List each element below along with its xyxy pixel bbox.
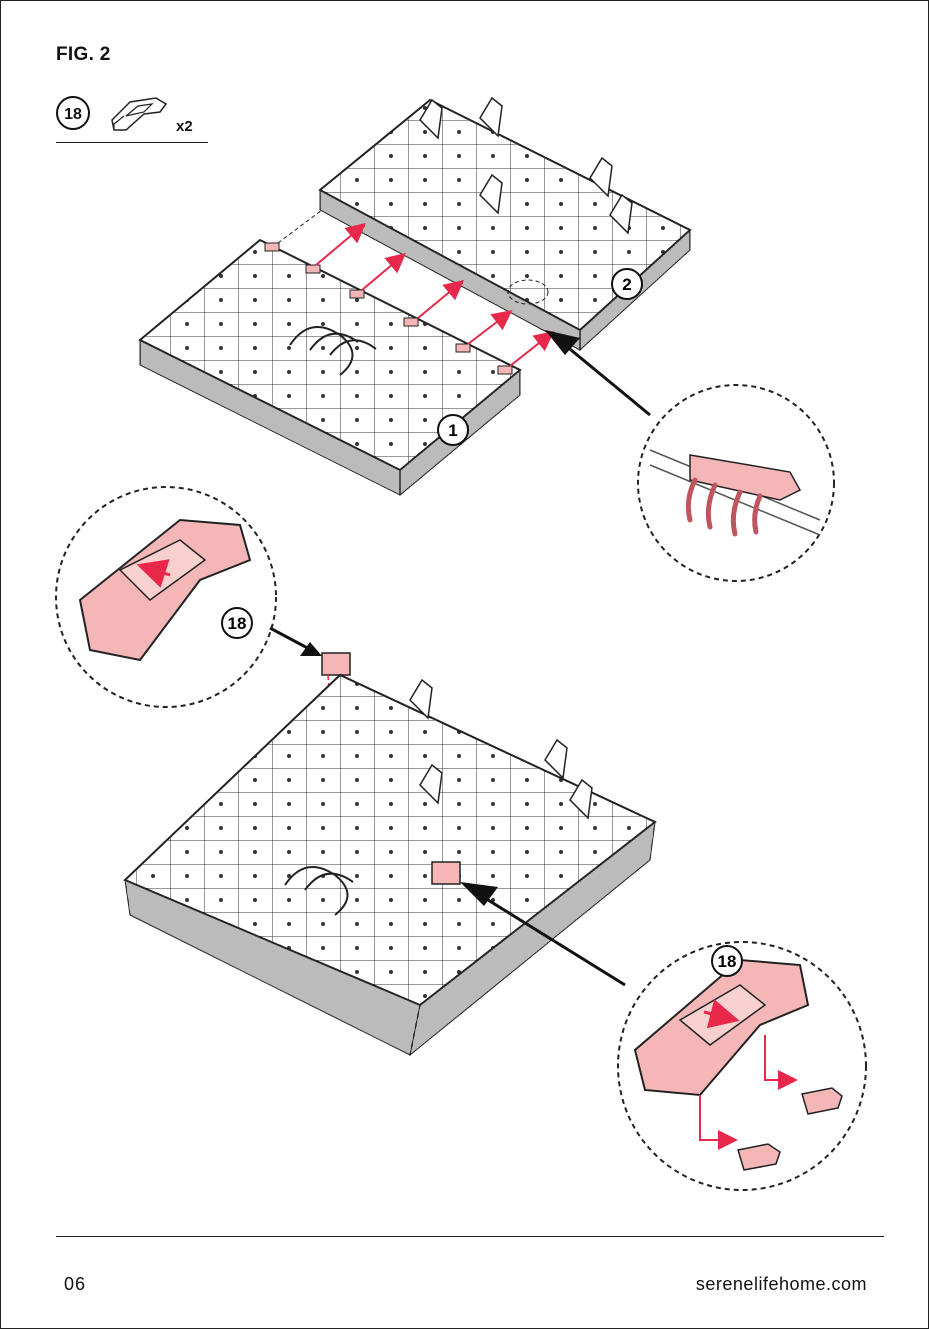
svg-text:1: 1 [448, 421, 457, 440]
svg-text:18: 18 [718, 952, 737, 971]
footer-divider [56, 1236, 884, 1237]
detail-zoom-clip-removal: 18 [618, 942, 866, 1190]
page-number: 06 [64, 1274, 86, 1295]
detail-zoom-connected [638, 385, 834, 581]
detail-zoom-clip: 18 [56, 487, 322, 707]
website-url[interactable]: serenelifehome.com [696, 1274, 867, 1295]
panel-one-badge: 1 [438, 415, 468, 445]
panel-two-badge: 2 [612, 269, 642, 299]
svg-text:2: 2 [622, 275, 631, 294]
assembled-panel [125, 675, 655, 1055]
detail-pointer-arrow [545, 330, 650, 415]
svg-text:18: 18 [228, 614, 247, 633]
